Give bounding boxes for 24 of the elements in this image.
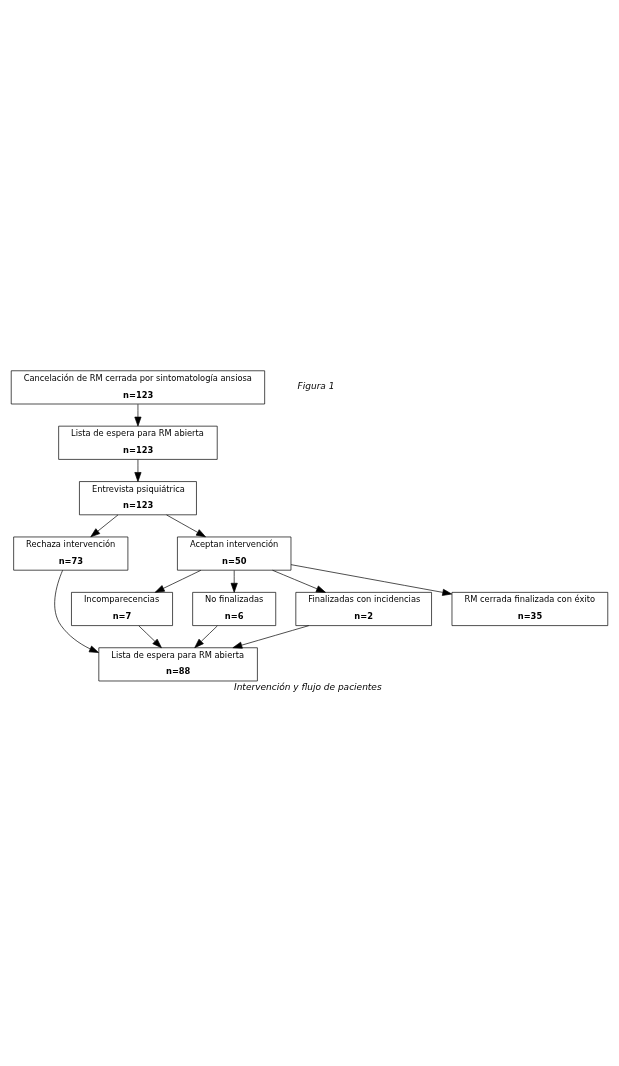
arrow xyxy=(194,625,218,648)
caption: Intervención y flujo de pacientes xyxy=(234,681,382,692)
node-box: Aceptan intervención n=50 xyxy=(177,536,292,571)
node-box: No finalizadas n=6 xyxy=(192,591,277,626)
node-box: Finalizadas con incidencias n=2 xyxy=(295,591,432,626)
arrow xyxy=(232,624,310,649)
node-box: Entrevista psiquiátrica n=123 xyxy=(79,480,197,515)
arrow xyxy=(90,514,119,537)
arrow xyxy=(134,403,142,426)
arrow xyxy=(134,458,142,482)
arrow xyxy=(290,563,453,596)
node-box: Rechaza intervención n=73 xyxy=(13,536,129,571)
label: Figura 1 xyxy=(297,380,335,391)
arrow xyxy=(54,569,99,653)
arrow xyxy=(272,569,326,593)
arrow xyxy=(166,514,206,537)
node-box: RM cerrada finalizada con éxito n=35 xyxy=(451,591,609,626)
arrow xyxy=(230,569,238,593)
arrow xyxy=(138,625,162,648)
node-box: Cancelación de RM cerrada por sintomatología ansiosa n=123 xyxy=(10,369,265,404)
node-box: Lista de espera para RM abierta n=88 xyxy=(98,646,258,681)
node-box: Incomparecencias n=7 xyxy=(71,591,173,626)
node-box: Lista de espera para RM abierta n=123 xyxy=(58,425,218,460)
arrow xyxy=(154,569,202,593)
